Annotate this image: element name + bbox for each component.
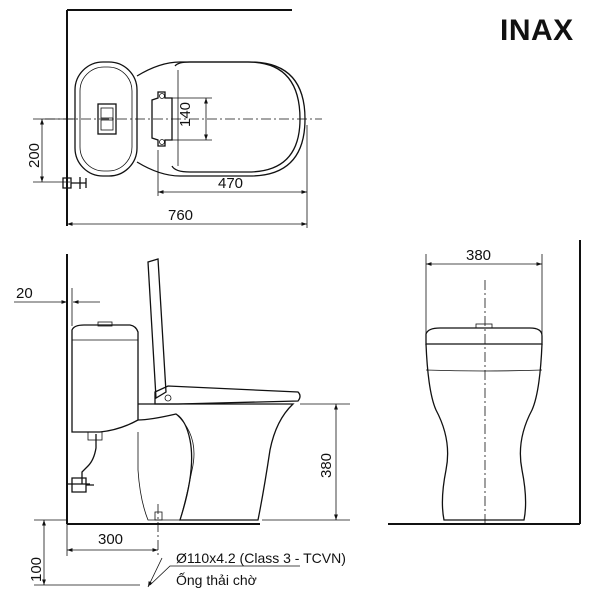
dim-140: 140 — [177, 102, 194, 127]
dim-100: 100 — [28, 557, 45, 582]
water-supply-pipe — [81, 434, 97, 484]
drain-label: Ống thải chờ — [176, 571, 257, 588]
front-view: 380 — [388, 240, 581, 525]
seat-side — [154, 385, 301, 405]
bowl-side-outline — [137, 403, 295, 521]
drain-spec: Ø110x4.2 (Class 3 - TCVN) — [176, 550, 346, 566]
seat-hinge — [151, 91, 173, 147]
side-view: 20 380 100 300 — [14, 254, 350, 588]
dim-380-width: 380 — [466, 247, 491, 264]
brand-logo: INAX — [500, 14, 574, 47]
dim-380-height: 380 — [318, 453, 335, 478]
flush-button — [97, 103, 117, 135]
dim-470: 470 — [218, 175, 243, 192]
dim-20: 20 — [16, 285, 33, 302]
drain-outlet — [154, 511, 163, 521]
tank-side-outline — [71, 324, 139, 433]
angle-valve — [67, 477, 94, 493]
dim-300: 300 — [98, 531, 123, 548]
body-front-outline — [425, 343, 543, 521]
dim-200: 200 — [26, 143, 43, 168]
raised-lid — [147, 258, 167, 400]
water-valve-top — [62, 176, 87, 190]
dim-760: 760 — [168, 207, 193, 224]
top-view: 140 200 470 760 — [26, 9, 322, 228]
tank-front-outline — [425, 327, 543, 345]
